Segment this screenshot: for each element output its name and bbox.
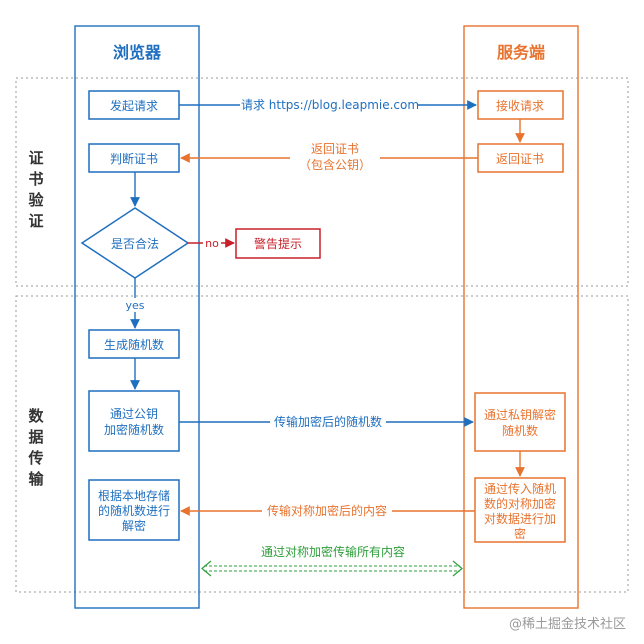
node-encrypt-data-line: 数的对称加密 [484, 496, 556, 511]
section-label-char: 输 [28, 470, 44, 488]
node-generate-random-label: 生成随机数 [104, 337, 164, 352]
node-decrypt-data-line: 根据本地存储 [98, 488, 170, 503]
edge-symmetric-all-label: 通过对称加密传输所有内容 [261, 544, 405, 559]
section-label-data-transfer: 数 据 传 输 [27, 407, 44, 488]
node-receive-request-label: 接收请求 [496, 98, 544, 113]
node-encrypt-data [474, 477, 566, 543]
edge-return-cert-label-line: 返回证书 [311, 142, 359, 156]
edge-send-random-label: 传输加密后的随机数 [274, 414, 382, 429]
node-judge-cert [88, 143, 180, 173]
section-label-char: 证 [28, 212, 43, 230]
edge-send-content-label: 传输对称加密后的内容 [267, 503, 387, 518]
section-cert-verify [15, 77, 629, 287]
node-receive-request [477, 90, 564, 120]
node-initiate-request-label: 发起请求 [110, 98, 158, 113]
edge-return-cert-label-line: （包含公钥） [299, 157, 371, 172]
node-judge-cert-label: 判断证书 [110, 151, 158, 166]
edge-no-label: no [205, 237, 219, 250]
node-encrypt-random [88, 390, 180, 452]
node-alert-label: 警告提示 [254, 236, 302, 251]
lane-browser [74, 25, 200, 609]
node-is-valid-label: 是否合法 [111, 236, 159, 251]
section-label-char: 书 [28, 170, 43, 188]
lane-server [463, 25, 579, 609]
node-decrypt-random [474, 392, 566, 452]
node-encrypt-random-line: 加密随机数 [104, 422, 164, 437]
edge-symmetric-all-right-head [452, 560, 463, 577]
node-generate-random [88, 329, 180, 359]
edge-send-content-label-bg [262, 502, 392, 519]
edge-request-label-bg [240, 96, 418, 113]
section-label-cert-verify: 证 书 验 证 [28, 149, 44, 230]
edge-send-random-label-bg [270, 413, 386, 430]
section-label-char: 据 [28, 428, 43, 446]
section-label-char: 验 [28, 191, 44, 209]
node-decrypt-data [88, 479, 180, 541]
node-encrypt-data-line: 密 [514, 526, 526, 541]
section-label-char: 数 [28, 407, 44, 425]
section-label-char: 传 [27, 449, 43, 467]
node-return-cert-label: 返回证书 [496, 152, 544, 166]
edge-symmetric-all-left-head [201, 560, 212, 577]
edge-yes-label: yes [125, 299, 144, 312]
edge-request-label: 请求 https://blog.leapmie.com [241, 98, 419, 112]
watermark: @稀土掘金技术社区 [509, 616, 626, 632]
node-initiate-request [88, 90, 180, 120]
node-encrypt-data-line: 通过传入随机 [484, 481, 556, 496]
edge-yes-label-bg [123, 298, 147, 312]
edge-no-label-bg [203, 235, 221, 249]
lane-server-title: 服务端 [497, 43, 545, 62]
node-decrypt-random-line: 通过私钥解密 [484, 407, 556, 422]
node-decrypt-data-line: 的随机数进行 [98, 503, 170, 518]
node-decrypt-random-line: 随机数 [502, 423, 538, 438]
lane-browser-title: 浏览器 [113, 43, 162, 62]
node-encrypt-random-line: 通过公钥 [110, 407, 158, 421]
section-label-char: 证 [28, 149, 43, 167]
edge-return-cert-label-bg [290, 140, 380, 176]
node-decrypt-data-line: 解密 [122, 518, 146, 533]
section-data-transfer [15, 295, 629, 593]
node-encrypt-data-line: 对数据进行加 [484, 511, 556, 526]
node-alert [235, 228, 321, 259]
